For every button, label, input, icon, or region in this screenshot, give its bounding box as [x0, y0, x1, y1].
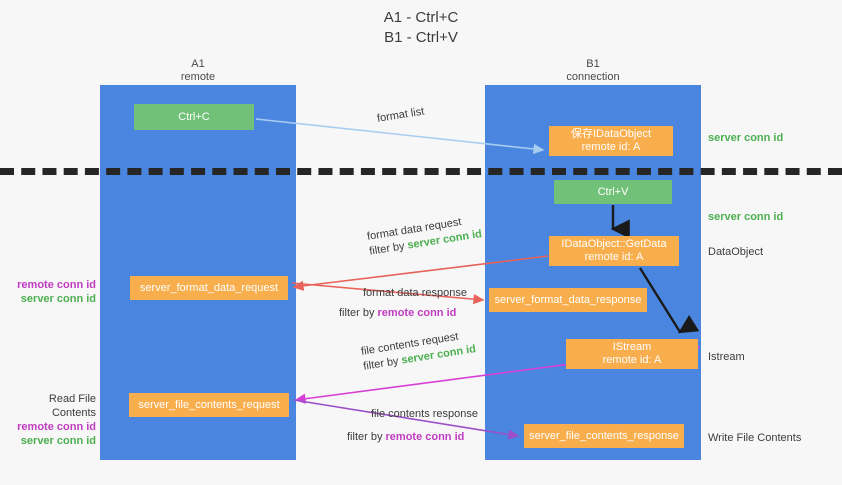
annotation-istream: Istream — [708, 351, 745, 363]
node-istream-subtitle: remote id: A — [602, 354, 662, 366]
node-istream-label: IStream — [612, 341, 652, 353]
annotation-write-file-contents: Write File Contents — [708, 432, 802, 444]
node-server-format-data-request[interactable]: server_format_data_request — [130, 276, 288, 300]
edge-label-file-contents-response-text: file contents response — [371, 408, 479, 420]
annotation-remote-conn-id: remote conn id — [17, 421, 96, 433]
lane-a1-role: remote — [180, 71, 216, 83]
node-server-format-data-response[interactable]: server_format_data_response — [489, 288, 647, 312]
node-ctrl-v-label: Ctrl+V — [597, 185, 629, 198]
annotation-remote-conn-id: remote conn id — [17, 279, 96, 291]
edge-label-format-data-response: format data response filter by remote co… — [339, 286, 467, 321]
edge-filter-file-contents-response: filter by remote conn id — [347, 430, 478, 445]
annotation-server-conn-id-second: server conn id — [708, 211, 784, 223]
lane-header-b1: B1 connection — [485, 58, 701, 84]
lane-b1-role: connection — [566, 71, 620, 83]
node-ctrl-c[interactable]: Ctrl+C — [134, 104, 254, 130]
lane-b1-name: B1 — [586, 58, 600, 70]
title-line-2: B1 - Ctrl+V — [384, 29, 458, 46]
annotation-server-conn-id: server conn id — [20, 435, 96, 447]
annotation-server-conn-id: server conn id — [20, 293, 96, 305]
node-idataobject-getdata[interactable]: IDataObject::GetData remote id: A — [549, 236, 679, 266]
filter-prefix: filter by — [347, 431, 386, 443]
edge-label-format-data-response-text: format data response — [363, 287, 467, 299]
lane-a1-name: A1 — [191, 58, 205, 70]
page-title: A1 - Ctrl+C B1 - Ctrl+V — [0, 8, 842, 48]
annotation-read-file-contents: Read File Contents — [48, 393, 96, 419]
filter-key-remote-conn-id: remote conn id — [385, 431, 465, 443]
filter-prefix: filter by — [339, 307, 378, 319]
node-save-idataobject-subtitle: remote id: A — [581, 141, 641, 153]
node-istream[interactable]: IStream remote id: A — [566, 339, 698, 369]
edge-label-format-list-text: format list — [376, 105, 426, 125]
node-ctrl-c-label: Ctrl+C — [178, 110, 210, 123]
edge-label-format-data-request: format data request filter by server con… — [366, 212, 483, 259]
node-server-file-contents-response[interactable]: server_file_contents_response — [524, 424, 684, 448]
edge-label-file-contents-request: file contents request filter by server c… — [360, 327, 477, 374]
annotation-server-conn-id-top: server conn id — [708, 132, 784, 144]
annotation-dataobject: DataObject — [708, 246, 764, 258]
filter-key-remote-conn-id: remote conn id — [377, 307, 457, 319]
node-server-file-contents-response-label: server_file_contents_response — [529, 429, 679, 442]
node-getdata-subtitle: remote id: A — [584, 251, 644, 263]
lane-header-a1: A1 remote — [100, 58, 296, 84]
title-line-1: A1 - Ctrl+C — [383, 9, 459, 26]
node-save-idataobject[interactable]: 保存IDataObject remote id: A — [549, 126, 673, 156]
node-server-format-data-response-label: server_format_data_response — [494, 293, 642, 306]
node-server-format-data-request-label: server_format_data_request — [139, 281, 279, 294]
edge-label-file-contents-response: file contents response filter by remote … — [347, 407, 479, 445]
node-server-file-contents-request[interactable]: server_file_contents_request — [129, 393, 289, 417]
edge-label-format-list: format list — [376, 105, 425, 127]
edge-filter-format-data-response: filter by remote conn id — [339, 306, 467, 321]
node-server-file-contents-request-label: server_file_contents_request — [138, 398, 280, 411]
phase-divider — [0, 168, 842, 175]
node-getdata-label: IDataObject::GetData — [561, 238, 667, 250]
node-ctrl-v[interactable]: Ctrl+V — [554, 180, 672, 204]
node-save-idataobject-label: 保存IDataObject — [570, 128, 652, 140]
annotation-read-file-contents-group: Read File Contents remote conn id server… — [8, 392, 96, 448]
annotation-conn-id-pair-top: remote conn id server conn id — [8, 278, 96, 306]
